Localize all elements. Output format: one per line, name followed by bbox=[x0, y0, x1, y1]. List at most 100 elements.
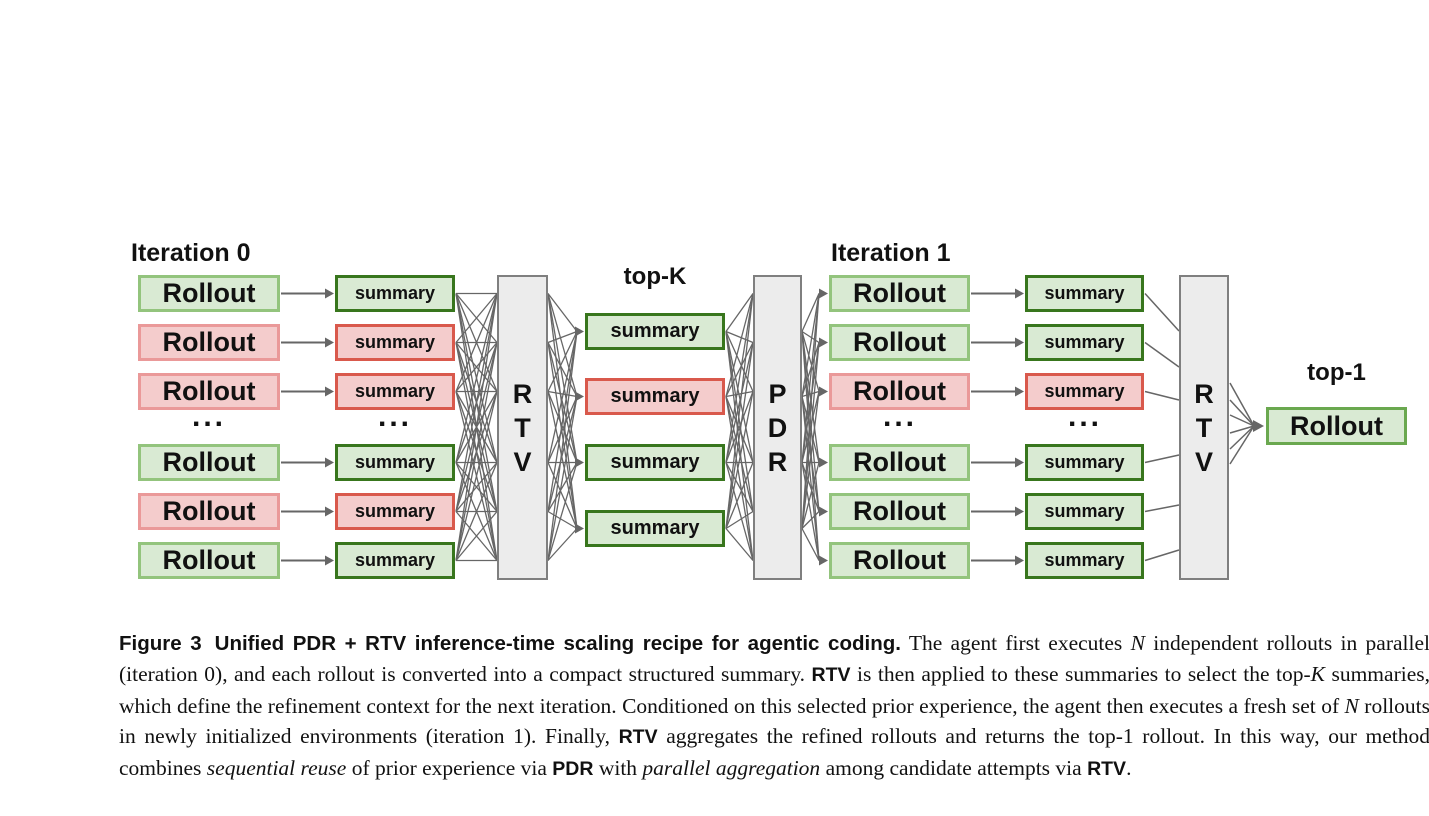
iter0-rollout-5: Rollout bbox=[138, 542, 280, 579]
arrowhead-topk-summary bbox=[575, 523, 584, 534]
caption-segment: with bbox=[593, 755, 643, 780]
iter0-rollout-1: Rollout bbox=[138, 324, 280, 361]
wire-rtv-to-topk bbox=[547, 293, 578, 397]
wire-summary-to-rtv bbox=[455, 293, 498, 343]
wire-rtv-to-top1 bbox=[1229, 425, 1255, 465]
wire-rtv-to-top1 bbox=[1229, 399, 1255, 427]
wire-rtv-to-topk bbox=[547, 293, 578, 332]
caption-segment: PDR bbox=[552, 757, 594, 780]
iter0-summary-2: summary bbox=[335, 373, 455, 410]
iter1-summary-1: summary bbox=[1025, 324, 1144, 361]
caption-segment: summaries, which define the refinement c… bbox=[119, 662, 1429, 718]
iter0-summary-4: summary bbox=[335, 493, 455, 530]
wire-pdr-to-rollout bbox=[801, 390, 820, 398]
caption-segment: Unified PDR + RTV inference-time scaling… bbox=[214, 631, 901, 655]
wire-rtv-to-topk bbox=[547, 462, 578, 512]
iter0-summary-5: summary bbox=[335, 542, 455, 579]
wire-topk-to-pdr bbox=[725, 391, 754, 529]
caption-segment: independent rollouts in parallel (iterat… bbox=[119, 630, 1429, 687]
wire-rtv-to-topk bbox=[547, 331, 578, 463]
wire-pdr-to-rollout bbox=[801, 391, 820, 529]
wire-rtv-to-topk bbox=[547, 510, 578, 530]
iter1-rollout-4: Rollout bbox=[829, 493, 970, 530]
arrowhead-topk-summary bbox=[575, 457, 584, 468]
wire-pdr-to-rollout bbox=[801, 462, 820, 561]
wire-pdr-to-rollout bbox=[801, 396, 820, 512]
wire-pdr-to-rollout bbox=[801, 462, 820, 512]
wire-rtv-to-topk bbox=[547, 331, 578, 392]
wire-rtv-to-topk bbox=[547, 342, 578, 463]
rtv-letter: T bbox=[1195, 412, 1213, 443]
iter0-rollout-0: Rollout bbox=[138, 275, 280, 312]
rtv-letter: R bbox=[512, 378, 533, 409]
wire-topk-to-pdr bbox=[725, 528, 754, 561]
topk-summary-3: summary bbox=[585, 510, 725, 547]
iter1-rollout-3: Rollout bbox=[829, 444, 970, 481]
wire-summary-to-rtv-right bbox=[1144, 341, 1180, 368]
arrowhead-topk-summary bbox=[575, 326, 584, 337]
wire-topk-to-pdr bbox=[725, 330, 754, 344]
wire-summary-to-rtv bbox=[455, 511, 498, 561]
wire-rtv-to-topk bbox=[547, 391, 578, 529]
iter1-summary-5: summary bbox=[1025, 542, 1144, 579]
wire-rtv-to-topk bbox=[547, 396, 578, 512]
arrowhead-iter1-rollout bbox=[819, 506, 828, 517]
wire-summary-to-rtv-right bbox=[1144, 549, 1180, 562]
iter1-rollout-1: Rollout bbox=[829, 324, 970, 361]
rtv-bar-left: R T V bbox=[497, 275, 548, 580]
caption-segment: of prior experience via bbox=[346, 755, 553, 780]
wire-topk-to-pdr bbox=[725, 396, 754, 512]
wire-summary-to-rtv bbox=[455, 462, 498, 512]
wire-rtv-to-top1 bbox=[1229, 414, 1255, 427]
wire-rtv-to-top1 bbox=[1229, 382, 1255, 427]
iter1-summary-4: summary bbox=[1025, 493, 1144, 530]
rtv-letter: V bbox=[1194, 446, 1213, 477]
wire-summary-to-rtv-right bbox=[1144, 390, 1180, 401]
topk-label: top-K bbox=[623, 263, 687, 290]
arrowhead-iter1-rollout bbox=[819, 337, 828, 348]
arrowhead-iter0-summary bbox=[325, 337, 334, 348]
wire-pdr-to-rollout bbox=[801, 293, 820, 332]
wire-summary-to-rtv bbox=[455, 293, 498, 392]
wire-pdr-to-rollout bbox=[801, 396, 820, 561]
caption-segment: RTV bbox=[811, 664, 851, 687]
wire-topk-to-pdr bbox=[725, 331, 754, 463]
arrowhead-iter1-rollout bbox=[819, 386, 828, 397]
iter0-rollout-2: Rollout bbox=[138, 373, 280, 410]
arrowhead-iter0-summary bbox=[325, 555, 334, 566]
top1-label: top-1 bbox=[1307, 359, 1366, 386]
wire-rtv-to-topk bbox=[547, 293, 578, 529]
wire-topk-to-pdr bbox=[725, 391, 754, 463]
caption-segment: N bbox=[1344, 693, 1359, 718]
wire-topk-to-pdr bbox=[725, 342, 754, 529]
caption-segment: parallel aggregation bbox=[642, 755, 821, 780]
caption-segment: RTV bbox=[1087, 757, 1127, 780]
caption-segment: RTV bbox=[618, 726, 658, 749]
wire-topk-to-pdr bbox=[725, 510, 754, 530]
wire-rtv-to-top1 bbox=[1229, 425, 1255, 434]
wire-summary-to-rtv bbox=[455, 342, 498, 561]
wire-rtv-to-topk bbox=[547, 396, 578, 561]
wire-pdr-to-rollout bbox=[801, 342, 820, 529]
pdr-letter: R bbox=[767, 446, 788, 477]
arrowhead-iter0-summary bbox=[325, 288, 334, 299]
arrowhead-iter1-rollout bbox=[819, 457, 828, 468]
wire-summary-to-rtv bbox=[455, 342, 498, 392]
wire-summary-to-rtv bbox=[455, 293, 498, 512]
top1-rollout-box: Rollout bbox=[1266, 407, 1407, 445]
wire-topk-to-pdr bbox=[725, 342, 754, 397]
iteration0-label: Iteration 0 bbox=[131, 239, 251, 267]
wire-pdr-to-rollout bbox=[801, 293, 820, 463]
iter1-rollout-5: Rollout bbox=[829, 542, 970, 579]
wire-summary-to-rtv bbox=[455, 293, 498, 463]
wire-topk-to-pdr bbox=[725, 293, 754, 332]
caption-segment: aggregates the refined rollouts and retu… bbox=[119, 724, 1429, 780]
wire-pdr-to-rollout bbox=[801, 293, 820, 397]
iteration1-label: Iteration 1 bbox=[831, 239, 951, 267]
wire-rtv-to-topk bbox=[547, 331, 578, 561]
wire-pdr-to-rollout bbox=[801, 511, 820, 529]
iter0-rollout-3: Rollout bbox=[138, 444, 280, 481]
